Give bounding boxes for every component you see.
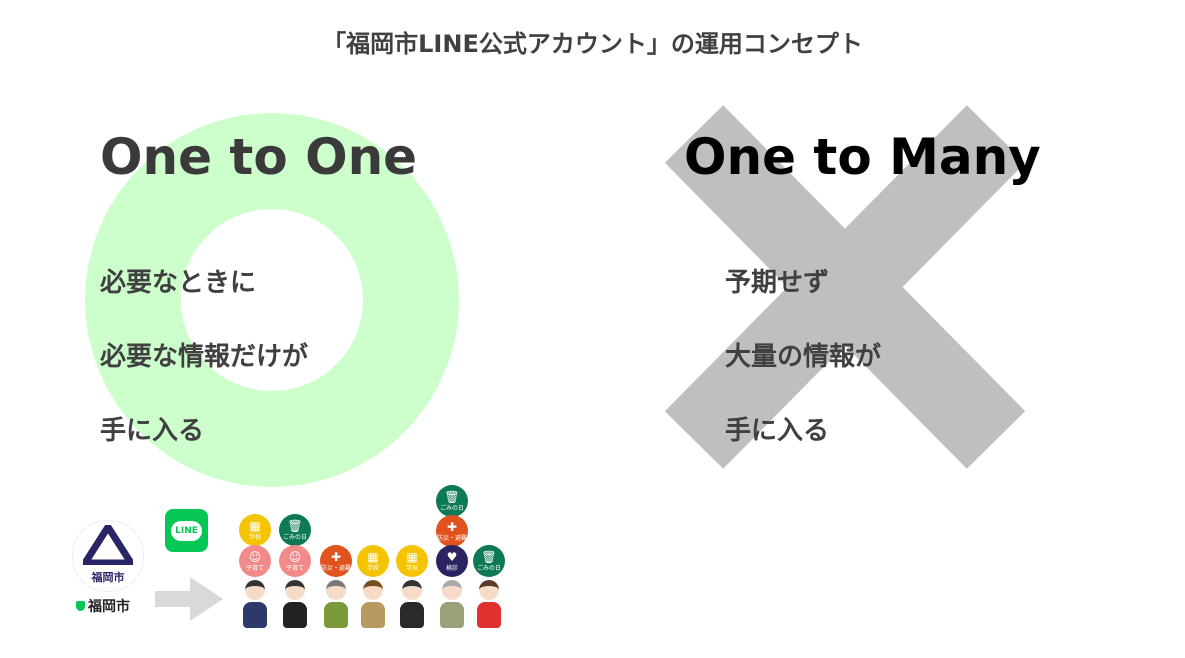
account-name: 福岡市 bbox=[76, 596, 130, 616]
badge-label: ごみの日 bbox=[282, 533, 307, 541]
badge-school: ▦学校 bbox=[357, 545, 389, 577]
health-icon: ♥ bbox=[446, 549, 458, 564]
badge-label: 防災・避難 bbox=[320, 564, 351, 572]
right-line: 大量の情報が bbox=[725, 342, 882, 372]
city-logo-text: 福岡市 bbox=[91, 571, 125, 584]
helmet-icon: ✚ bbox=[330, 549, 342, 564]
person bbox=[439, 580, 465, 628]
badge-label: 検診 bbox=[445, 564, 458, 572]
account-name-text: 福岡市 bbox=[88, 599, 130, 615]
line-logo: LINE bbox=[165, 509, 208, 552]
badge-baby: ☺子育て bbox=[279, 545, 311, 577]
badge-school: ▦学校 bbox=[239, 514, 271, 546]
trash-icon: 🗑 bbox=[444, 489, 460, 504]
right-line: 手に入る bbox=[725, 416, 830, 446]
trash-icon: 🗑 bbox=[287, 518, 303, 533]
city-emblem-icon bbox=[78, 520, 138, 567]
badge-label: 学校 bbox=[248, 533, 261, 541]
person bbox=[360, 580, 386, 628]
arrow-right-icon bbox=[155, 577, 223, 621]
badge-label: ごみの日 bbox=[476, 564, 501, 572]
right-line: 予期せず bbox=[725, 268, 830, 298]
badge-label: 子育て bbox=[245, 564, 264, 572]
badge-helmet: ✚防災・避難 bbox=[436, 515, 468, 547]
badge-trash: 🗑ごみの日 bbox=[279, 514, 311, 546]
school-icon: ▦ bbox=[367, 549, 379, 564]
line-logo-text: LINE bbox=[171, 520, 202, 541]
person bbox=[476, 580, 502, 628]
school-icon: ▦ bbox=[406, 549, 418, 564]
badge-helmet: ✚防災・避難 bbox=[320, 545, 352, 577]
badge-label: 子育て bbox=[285, 564, 304, 572]
baby-icon: ☺ bbox=[248, 549, 262, 564]
badge-trash: 🗑ごみの日 bbox=[436, 485, 468, 517]
shield-icon bbox=[76, 601, 85, 611]
badge-label: ごみの日 bbox=[439, 504, 464, 512]
badge-label: 防災・避難 bbox=[436, 534, 467, 542]
badge-label: 学校 bbox=[405, 564, 418, 572]
badge-health: ♥検診 bbox=[436, 545, 468, 577]
person bbox=[323, 580, 349, 628]
school-icon: ▦ bbox=[249, 518, 261, 533]
badge-label: 学校 bbox=[366, 564, 379, 572]
baby-icon: ☺ bbox=[288, 549, 302, 564]
left-line: 手に入る bbox=[100, 416, 205, 446]
one-to-one-heading: One to One bbox=[100, 128, 418, 186]
trash-icon: 🗑 bbox=[481, 549, 497, 564]
badge-baby: ☺子育て bbox=[239, 545, 271, 577]
person bbox=[282, 580, 308, 628]
one-to-many-heading: One to Many bbox=[684, 128, 1041, 186]
left-line: 必要な情報だけが bbox=[100, 342, 309, 372]
cross-mark bbox=[664, 105, 1026, 469]
page-title: 「福岡市LINE公式アカウント」の運用コンセプト bbox=[322, 30, 863, 58]
city-logo: 福岡市 bbox=[72, 520, 144, 592]
left-line: 必要なときに bbox=[100, 268, 257, 298]
person bbox=[242, 580, 268, 628]
helmet-icon: ✚ bbox=[446, 519, 458, 534]
circle-mark bbox=[85, 113, 459, 487]
person bbox=[399, 580, 425, 628]
badge-school: ▦学校 bbox=[396, 545, 428, 577]
badge-trash: 🗑ごみの日 bbox=[473, 545, 505, 577]
